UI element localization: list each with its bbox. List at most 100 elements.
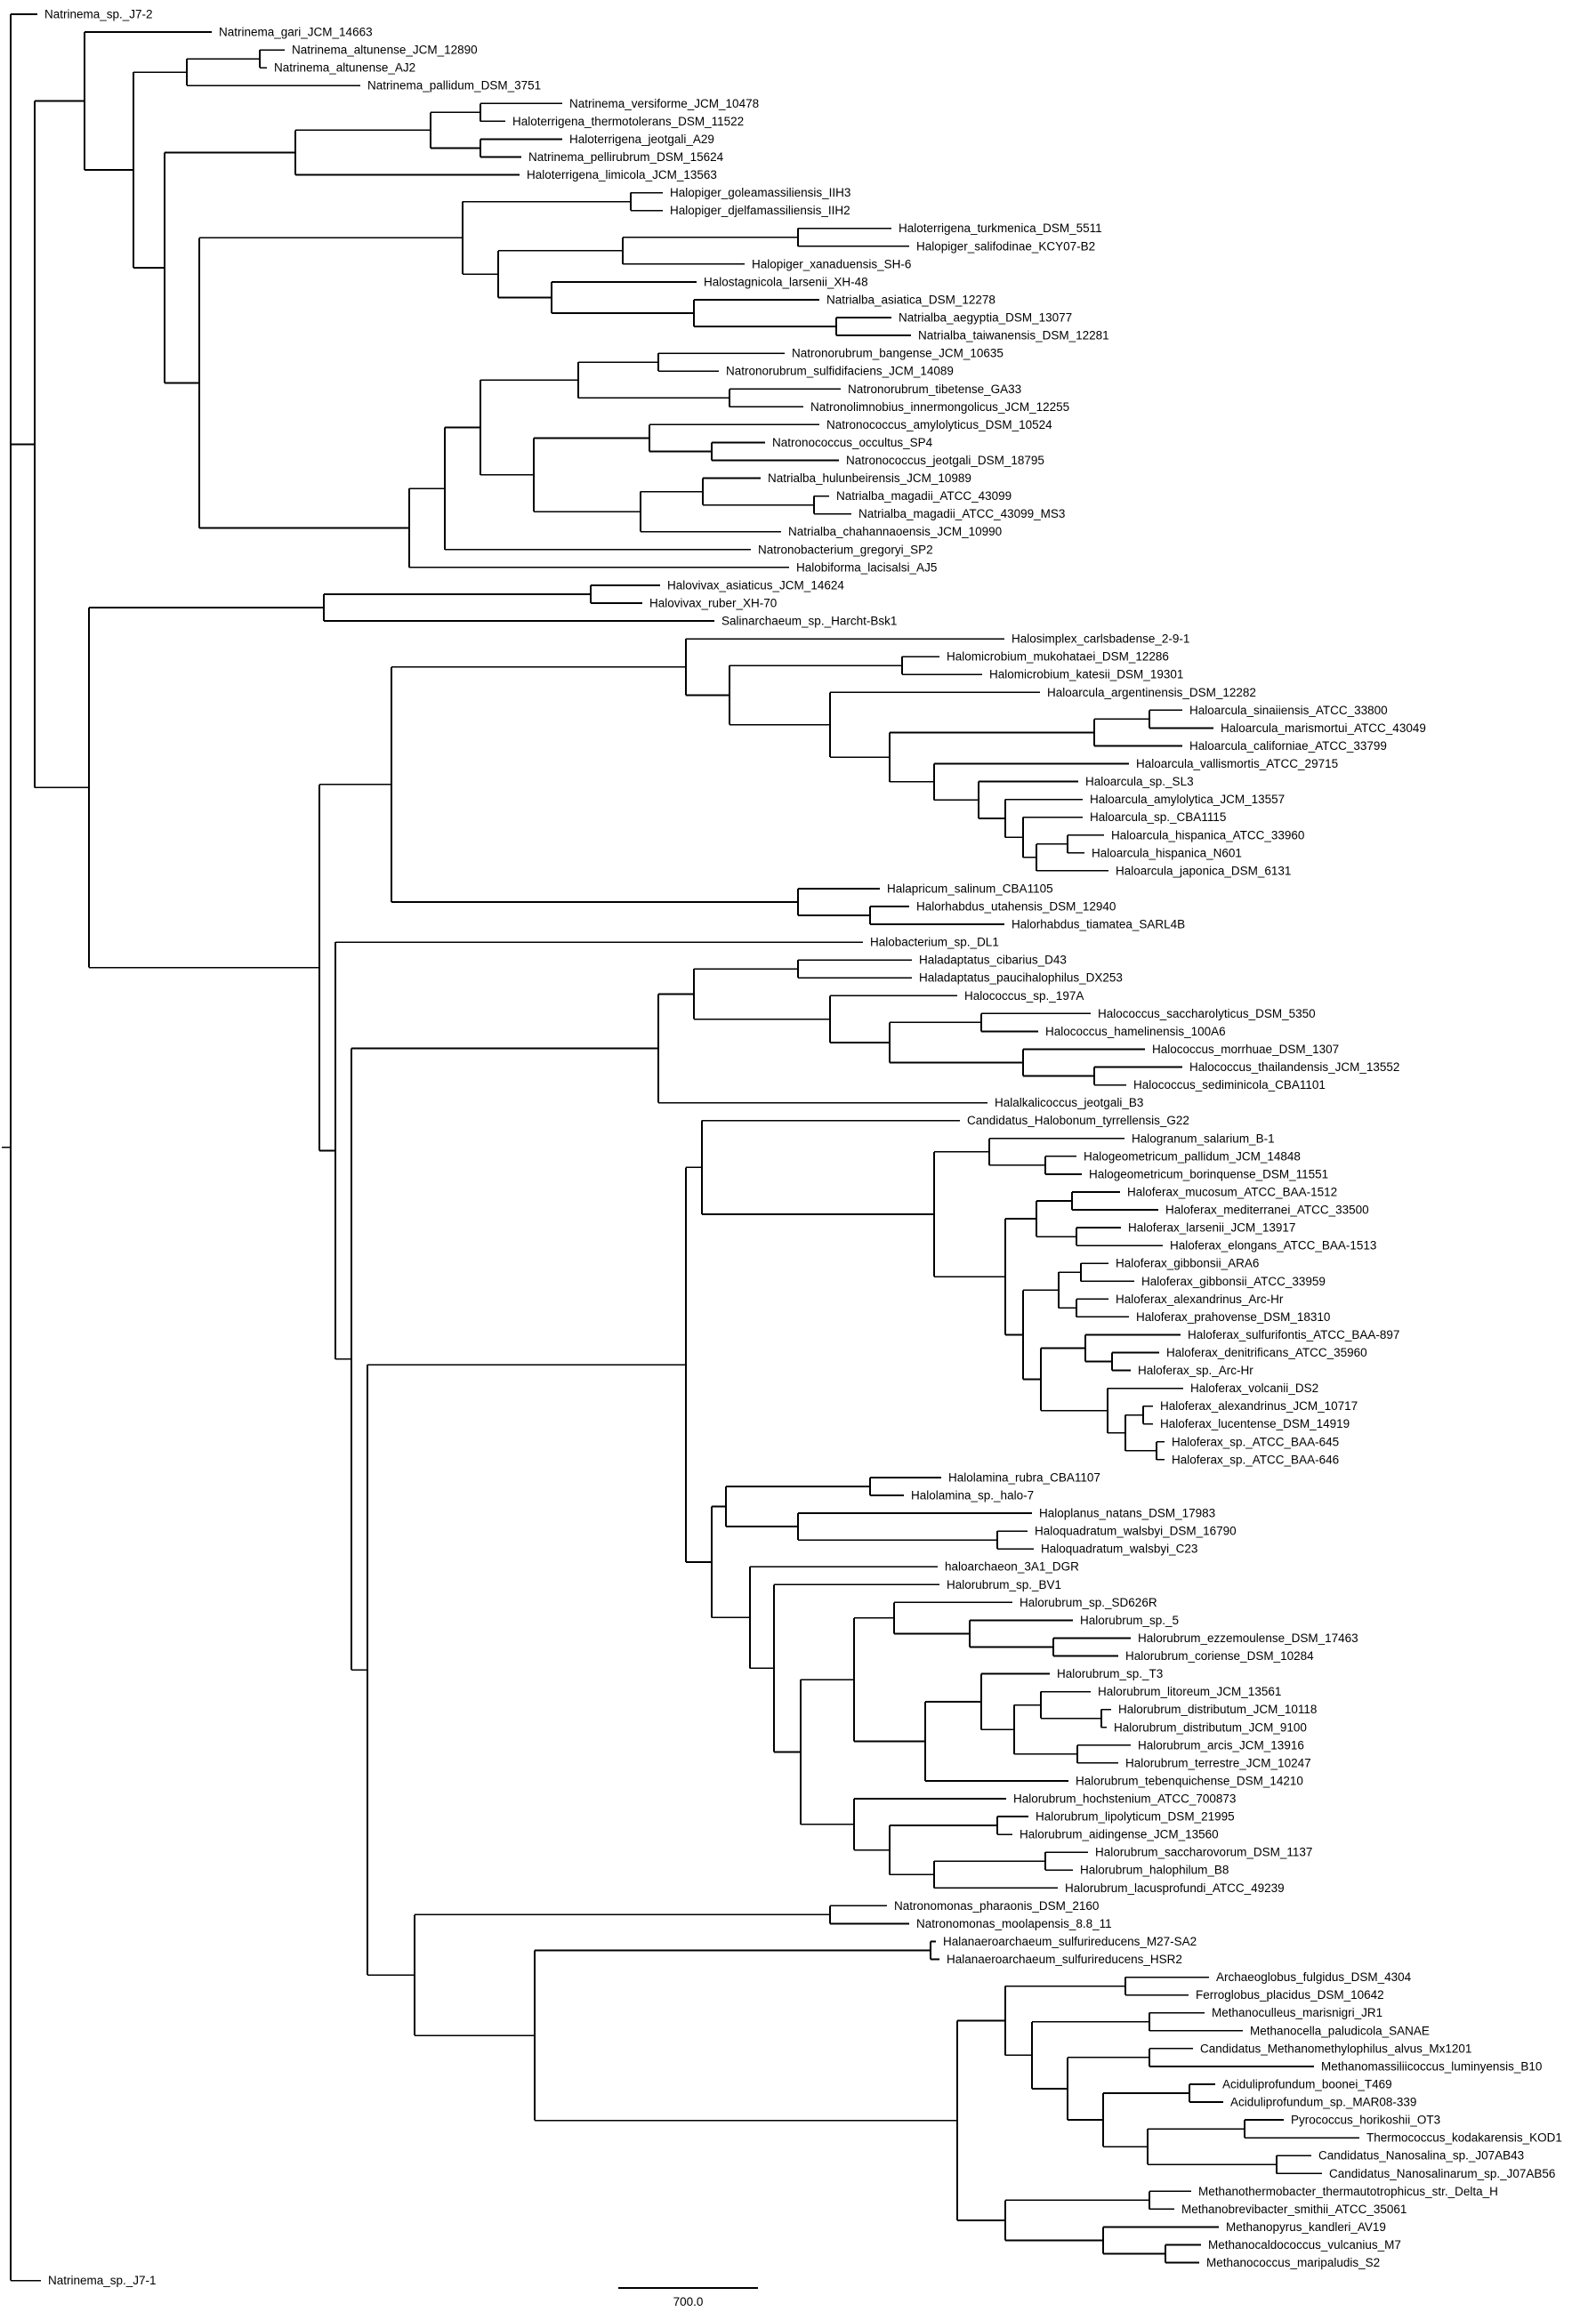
- taxon-label: Methanococcus_maripaludis_S2: [1206, 2256, 1380, 2269]
- taxon-label: Haloferax_alexandrinus_JCM_10717: [1160, 1399, 1358, 1413]
- taxon-label: Haloferax_alexandrinus_Arc-Hr: [1116, 1293, 1284, 1306]
- taxon-label: Halococcus_morrhuae_DSM_1307: [1152, 1043, 1339, 1056]
- taxon-label: Halorubrum_lipolyticum_DSM_21995: [1036, 1810, 1235, 1824]
- taxon-label: Halostagnicola_larsenii_XH-48: [704, 275, 868, 288]
- taxon-label: Halorubrum_aidingense_JCM_13560: [1020, 1828, 1219, 1841]
- taxon-label: Halorubrum_lacusprofundi_ATCC_49239: [1065, 1881, 1285, 1895]
- taxon-label: Haloferax_elongans_ATCC_BAA-1513: [1170, 1239, 1376, 1253]
- taxon-label: Halogranum_salarium_B-1: [1132, 1132, 1275, 1145]
- taxon-label: Halopiger_djelfamassiliensis_IIH2: [670, 204, 850, 217]
- taxon-label: Halorubrum_terrestre_JCM_10247: [1125, 1756, 1311, 1769]
- taxon-label: Haloferax_gibbonsii_ATCC_33959: [1141, 1275, 1326, 1288]
- taxon-label: Haloarcula_vallismortis_ATCC_29715: [1136, 757, 1338, 770]
- taxon-label: Methanopyrus_kandleri_AV19: [1226, 2220, 1386, 2234]
- taxon-label: Haloferax_prahovense_DSM_18310: [1136, 1310, 1330, 1324]
- taxon-label: Natrialba_magadii_ATCC_43099_MS3: [858, 507, 1065, 520]
- taxon-label: Haloarcula_sp._SL3: [1085, 775, 1194, 788]
- taxon-label: Halapricum_salinum_CBA1105: [887, 882, 1053, 895]
- taxon-label: Haloferax_denitrificans_ATCC_35960: [1166, 1346, 1367, 1359]
- taxon-label: Haloarcula_sinaiiensis_ATCC_33800: [1189, 704, 1388, 717]
- taxon-label: Natronococcus_jeotgali_DSM_18795: [846, 454, 1044, 467]
- taxon-label: Halolamina_rubra_CBA1107: [948, 1470, 1100, 1484]
- taxon-label: Halorubrum_tebenquichense_DSM_14210: [1076, 1774, 1303, 1787]
- taxon-label: Halomicrobium_katesii_DSM_19301: [989, 668, 1183, 681]
- taxon-label: Natronobacterium_gregoryi_SP2: [758, 543, 933, 556]
- taxon-label: Haloarcula_marismortui_ATCC_43049: [1221, 721, 1426, 735]
- taxon-label: Halolamina_sp._halo-7: [911, 1488, 1034, 1502]
- taxon-label: Natrialba_asiatica_DSM_12278: [826, 293, 995, 306]
- taxon-label: Haloplanus_natans_DSM_17983: [1039, 1507, 1215, 1520]
- taxon-label: Salinarchaeum_sp._Harcht-Bsk1: [721, 615, 897, 628]
- taxon-label: Haloarcula_hispanica_ATCC_33960: [1111, 828, 1304, 842]
- taxon-label: Halorubrum_halophilum_B8: [1080, 1864, 1229, 1877]
- taxon-label: Halococcus_sediminicola_CBA1101: [1133, 1078, 1326, 1092]
- taxon-label: Methanobrevibacter_smithii_ATCC_35061: [1181, 2203, 1407, 2216]
- taxon-label: Halovivax_ruber_XH-70: [649, 596, 777, 609]
- taxon-label: Haloterrigena_limicola_JCM_13563: [527, 168, 717, 181]
- taxon-label: Pyrococcus_horikoshii_OT3: [1291, 2114, 1440, 2127]
- taxon-label: Candidatus_Nanosalina_sp._J07AB43: [1318, 2149, 1524, 2163]
- taxon-label: Halorubrum_sp._SD626R: [1020, 1596, 1157, 1609]
- taxon-label: Candidatus_Nanosalinarum_sp._J07AB56: [1329, 2167, 1555, 2180]
- taxon-label: Halorubrum_distributum_JCM_9100: [1114, 1720, 1307, 1734]
- taxon-label: Ferroglobus_placidus_DSM_10642: [1196, 1988, 1384, 2002]
- taxon-label: Natrialba_aegyptia_DSM_13077: [899, 311, 1072, 325]
- taxon-label: Halorubrum_litoreum_JCM_13561: [1098, 1685, 1281, 1698]
- taxon-label: Aciduliprofundum_boonei_T469: [1222, 2077, 1392, 2090]
- taxon-label: Halanaeroarchaeum_sulfurireducens_M27-SA…: [943, 1935, 1197, 1948]
- tree-branches: [2, 13, 1359, 2282]
- taxon-label: Haloarcula_californiae_ATCC_33799: [1189, 739, 1387, 753]
- taxon-label: Natronolimnobius_innermongolicus_JCM_122…: [810, 400, 1069, 414]
- taxon-label: Haloferax_sp._ATCC_BAA-646: [1172, 1453, 1339, 1466]
- taxon-label: Haloferax_sulfurifontis_ATCC_BAA-897: [1188, 1328, 1399, 1341]
- taxon-label: Halorubrum_sp._5: [1080, 1614, 1179, 1627]
- taxon-label: Haloferax_sp._Arc-Hr: [1138, 1364, 1253, 1377]
- taxon-label: Halogeometricum_pallidum_JCM_14848: [1084, 1149, 1301, 1163]
- taxon-label: Haloterrigena_thermotolerans_DSM_11522: [512, 115, 744, 128]
- taxon-label: Natrinema_versiforme_JCM_10478: [569, 97, 759, 110]
- taxon-label: Methanocella_paludicola_SANAE: [1250, 2024, 1430, 2037]
- taxon-label: Natrinema_gari_JCM_14663: [219, 26, 373, 39]
- taxon-label: Haloterrigena_jeotgali_A29: [569, 133, 714, 146]
- taxon-label: Natrialba_magadii_ATCC_43099: [836, 489, 1012, 503]
- taxon-label: Natronococcus_amylolyticus_DSM_10524: [826, 418, 1052, 431]
- taxon-label: Haloferax_lucentense_DSM_14919: [1160, 1417, 1350, 1430]
- taxon-label: Halopiger_goleamassiliensis_IIH3: [670, 186, 850, 199]
- taxon-label: Halomicrobium_mukohataei_DSM_12286: [947, 650, 1169, 664]
- taxon-label: haloarchaeon_3A1_DGR: [945, 1560, 1079, 1574]
- taxon-label: Halobacterium_sp._DL1: [870, 936, 999, 949]
- taxon-label: Halorubrum_sp._T3: [1057, 1667, 1163, 1680]
- taxon-label: Haloquadratum_walsbyi_C23: [1041, 1543, 1197, 1556]
- taxon-label: Natrinema_sp._J7-1: [48, 2274, 157, 2287]
- taxon-label: Halovivax_asiaticus_JCM_14624: [667, 578, 844, 592]
- taxon-label: Haloferax_mucosum_ATCC_BAA-1512: [1127, 1185, 1337, 1198]
- taxon-label: Natronomonas_pharaonis_DSM_2160: [894, 1899, 1099, 1913]
- taxon-label: Natronorubrum_bangense_JCM_10635: [792, 347, 1004, 360]
- taxon-label: Haloquadratum_walsbyi_DSM_16790: [1035, 1525, 1237, 1538]
- taxon-label: Methanoculleus_marisnigri_JR1: [1212, 2006, 1382, 2019]
- taxon-label: Natrinema_sp._J7-2: [44, 8, 153, 21]
- taxon-label: Halorubrum_arcis_JCM_13916: [1138, 1738, 1304, 1752]
- taxon-label: Natrialba_chahannaoensis_JCM_10990: [788, 525, 1002, 538]
- taxon-label: Halococcus_thailandensis_JCM_13552: [1189, 1060, 1399, 1074]
- taxon-label: Halanaeroarchaeum_sulfurireducens_HSR2: [947, 1953, 1182, 1966]
- taxon-label: Natrialba_taiwanensis_DSM_12281: [918, 329, 1109, 342]
- taxon-label: Halococcus_sp._197A: [964, 989, 1084, 1003]
- taxon-label: Methanomassiliicoccus_luminyensis_B10: [1321, 2059, 1542, 2073]
- taxon-label: Haladaptatus_paucihalophilus_DX253: [919, 971, 1123, 985]
- taxon-label: Natronomonas_moolapensis_8.8_11: [916, 1917, 1112, 1930]
- taxon-label: Halorubrum_sp._BV1: [947, 1578, 1061, 1591]
- taxon-label: Halococcus_saccharolyticus_DSM_5350: [1098, 1007, 1316, 1020]
- taxon-label: Haladaptatus_cibarius_D43: [919, 954, 1067, 967]
- taxon-label: Methanothermobacter_thermautotrophicus_s…: [1198, 2185, 1498, 2198]
- taxon-label: Haloarcula_argentinensis_DSM_12282: [1047, 686, 1256, 699]
- taxon-label: Halopiger_salifodinae_KCY07-B2: [916, 239, 1095, 253]
- taxon-label: Halorubrum_saccharovorum_DSM_1137: [1095, 1846, 1312, 1859]
- taxon-label: Haloarcula_amylolytica_JCM_13557: [1090, 793, 1285, 806]
- taxon-label: Methanocaldococcus_vulcanius_M7: [1208, 2238, 1401, 2252]
- taxon-label: Thermococcus_kodakarensis_KOD1: [1366, 2131, 1562, 2145]
- taxon-label: Candidatus_Methanomethylophilus_alvus_Mx…: [1200, 2042, 1471, 2055]
- taxon-label: Haloferax_mediterranei_ATCC_33500: [1165, 1204, 1369, 1217]
